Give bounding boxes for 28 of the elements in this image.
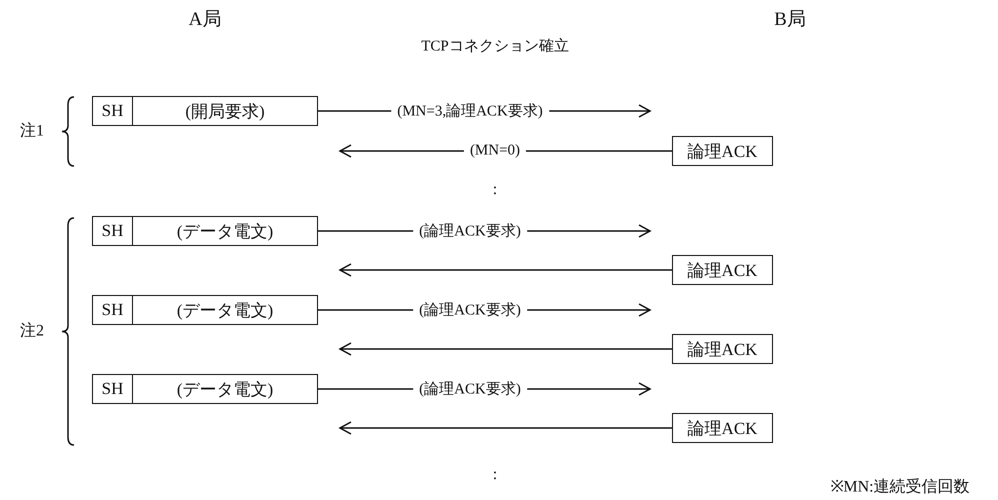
- footnote: ※MN:連続受信回数: [830, 477, 970, 498]
- message-box: (データ電文): [132, 216, 318, 246]
- edge-label: (MN=0): [464, 142, 526, 160]
- message-box: 論理ACK: [672, 334, 773, 364]
- station-heading: A局: [175, 5, 235, 33]
- header-box: SH: [92, 96, 133, 126]
- continuation-mark: :: [492, 466, 498, 484]
- edge-label: (論理ACK要求): [413, 380, 527, 398]
- header-box: SH: [92, 374, 133, 404]
- edge-label: (論理ACK要求): [413, 300, 527, 320]
- message-box: (データ電文): [132, 295, 318, 325]
- arrow: [339, 263, 672, 277]
- header-box: SH: [92, 216, 133, 246]
- arrow: [339, 421, 672, 435]
- edge-label: (論理ACK要求): [413, 222, 527, 240]
- edge-label: (MN=3,論理ACK要求): [391, 102, 549, 120]
- arrow: [339, 342, 672, 356]
- message-box: 論理ACK: [672, 255, 773, 285]
- note-label: 注2: [20, 321, 44, 342]
- message-box: 論理ACK: [672, 413, 773, 443]
- message-box: 論理ACK: [672, 136, 773, 166]
- title: TCPコネクション確立: [421, 36, 569, 56]
- station-heading: B局: [760, 5, 820, 33]
- message-box: (データ電文): [132, 374, 318, 404]
- note-label: 注1: [20, 121, 44, 142]
- message-box: (開局要求): [132, 96, 318, 126]
- continuation-mark: :: [492, 181, 498, 199]
- header-box: SH: [92, 295, 133, 325]
